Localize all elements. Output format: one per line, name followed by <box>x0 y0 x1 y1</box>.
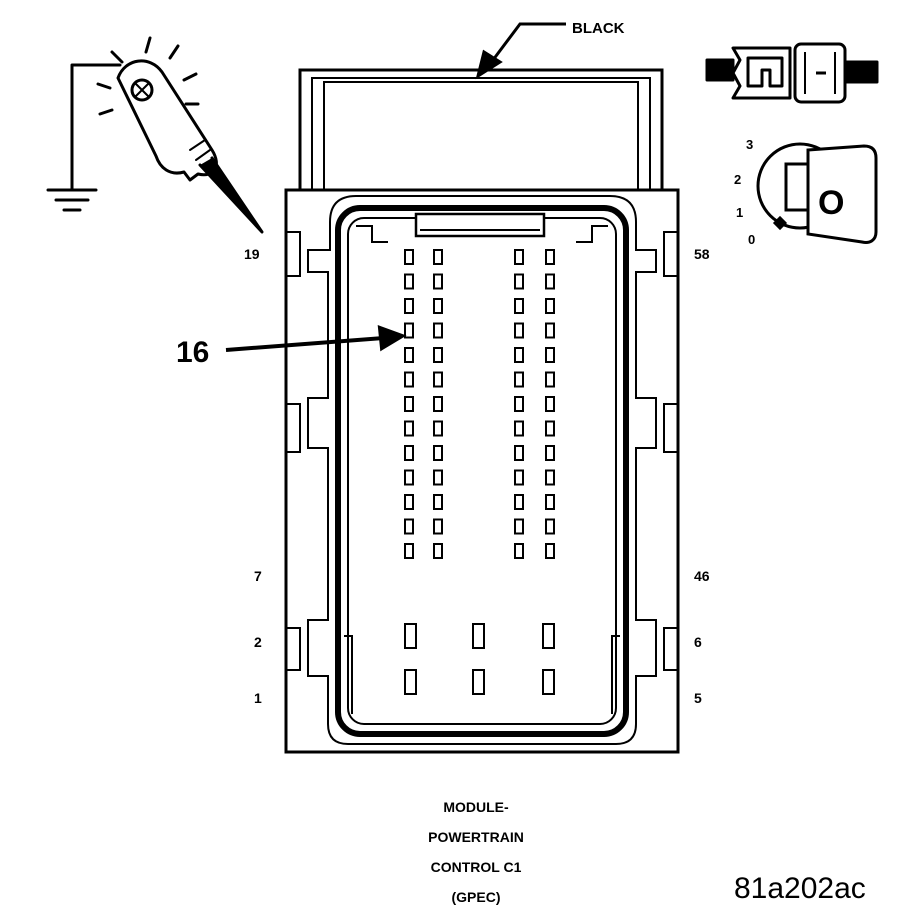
small-terminal-cavity <box>545 371 555 388</box>
ground-symbol-icon <box>46 188 98 212</box>
wire-color-label: BLACK <box>572 20 625 37</box>
small-terminal-cavity <box>545 249 555 265</box>
small-terminal-cavity <box>404 273 414 290</box>
small-terminal-cavity <box>404 322 414 339</box>
small-terminal-cavity <box>514 445 524 461</box>
test-light-icon <box>70 36 264 234</box>
small-terminal-cavity <box>404 543 414 559</box>
ignition-key-icon: 3 2 1 0 <box>734 137 878 247</box>
pin-number-mid-right: 46 <box>694 568 710 584</box>
small-terminal-cavity <box>514 469 524 486</box>
pin-number-row2-right: 6 <box>694 634 702 650</box>
small-terminal-cavity <box>433 494 443 510</box>
small-terminal-cavity <box>514 518 524 535</box>
wire-color-leader <box>475 22 566 80</box>
small-terminal-cavity <box>433 371 443 388</box>
small-terminal-cavity <box>433 249 443 265</box>
pin-number-row1-right: 5 <box>694 690 702 706</box>
callout-arrow <box>225 325 407 352</box>
small-terminal-cavity <box>404 371 414 388</box>
small-terminal-cavity <box>514 249 524 265</box>
small-terminal-cavity <box>404 249 414 265</box>
small-terminal-cavity <box>514 273 524 290</box>
small-terminal-cavity <box>433 543 443 559</box>
ignition-position-1: 1 <box>736 205 743 220</box>
ignition-position-2: 2 <box>734 172 741 187</box>
small-terminal-cavity <box>545 469 555 486</box>
small-terminal-cavity <box>514 396 524 412</box>
large-terminal-cavity <box>472 623 485 649</box>
small-terminal-cavity <box>545 420 555 437</box>
figure-id: 81a202ac <box>734 872 866 905</box>
small-terminal-cavity <box>433 445 443 461</box>
small-terminal-cavity <box>404 445 414 461</box>
large-terminal-cavity <box>542 623 555 649</box>
small-terminal-cavity <box>404 420 414 437</box>
small-terminal-cavity <box>404 298 414 314</box>
small-terminal-cavity <box>514 494 524 510</box>
small-terminal-cavity <box>433 273 443 290</box>
small-terminal-cavity <box>404 518 414 535</box>
small-terminal-cavity <box>433 420 443 437</box>
small-terminal-cavity <box>514 322 524 339</box>
small-terminal-cavity <box>545 543 555 559</box>
caption-line-1: MODULE- <box>443 799 509 815</box>
small-terminal-cavity <box>545 273 555 290</box>
pin-number-row1-left: 1 <box>254 690 262 706</box>
large-terminal-cavity <box>404 669 417 695</box>
small-terminal-cavity <box>545 494 555 510</box>
large-terminal-cavity <box>404 623 417 649</box>
small-terminal-cavity <box>514 347 524 363</box>
small-terminal-cavity <box>404 494 414 510</box>
small-terminal-cavity <box>514 420 524 437</box>
pin-number-top-left: 19 <box>244 246 260 262</box>
small-terminal-cavity <box>433 518 443 535</box>
pin-number-mid-left: 7 <box>254 568 262 584</box>
small-terminal-cavity <box>545 322 555 339</box>
ignition-position-0: 0 <box>748 232 755 247</box>
small-terminal-cavity <box>545 298 555 314</box>
connector-housing <box>284 68 680 754</box>
key-position-label: O <box>818 184 844 222</box>
small-terminal-cavity <box>404 469 414 486</box>
ignition-position-3: 3 <box>746 137 753 152</box>
caption-line-4: (GPEC) <box>452 889 501 905</box>
pin-number-row2-left: 2 <box>254 634 262 650</box>
small-terminal-cavity <box>514 298 524 314</box>
small-terminal-cavity <box>545 347 555 363</box>
large-terminal-cavity <box>472 669 485 695</box>
connector-plug-icon <box>705 42 879 104</box>
small-terminal-cavity <box>404 396 414 412</box>
pin-number-top-right: 58 <box>694 246 710 262</box>
small-terminal-cavity <box>404 347 414 363</box>
small-terminal-cavity <box>545 518 555 535</box>
small-terminal-cavity <box>514 543 524 559</box>
terminal-cavities <box>404 249 555 695</box>
callout-number: 16 <box>176 336 209 369</box>
large-terminal-cavity <box>542 669 555 695</box>
small-terminal-cavity <box>545 396 555 412</box>
small-terminal-cavity <box>433 298 443 314</box>
caption-line-2: POWERTRAIN <box>428 829 524 845</box>
small-terminal-cavity <box>433 469 443 486</box>
small-terminal-cavity <box>545 445 555 461</box>
small-terminal-cavity <box>514 371 524 388</box>
small-terminal-cavity <box>433 396 443 412</box>
caption-line-3: CONTROL C1 <box>431 859 522 875</box>
small-terminal-cavity <box>433 347 443 363</box>
small-terminal-cavity <box>433 322 443 339</box>
